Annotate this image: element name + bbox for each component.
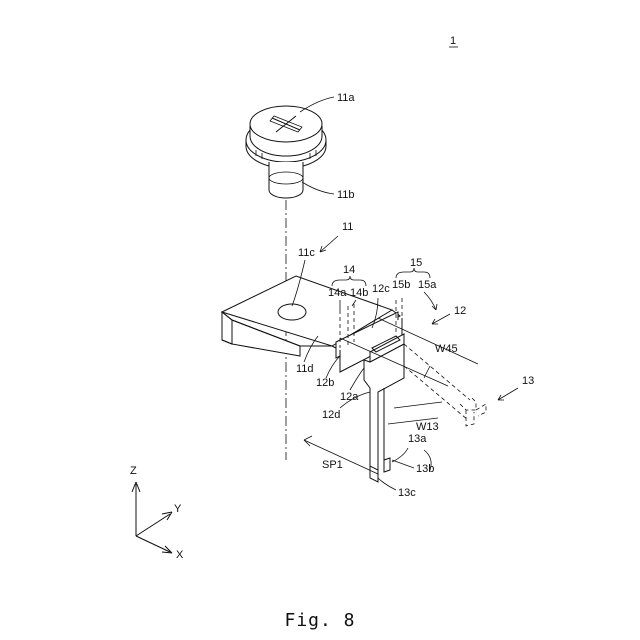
label-11: 11	[342, 221, 353, 233]
brace-15	[396, 268, 430, 278]
axis-z-label: Z	[130, 465, 137, 477]
leader-12b	[326, 356, 340, 378]
leader-13b	[392, 460, 414, 468]
leader-12a	[350, 368, 364, 390]
label-11d: 11d	[296, 363, 314, 375]
figure-caption: Fig. 8	[284, 610, 355, 631]
axis-y-label: Y	[174, 503, 182, 515]
label-w13: W13	[416, 421, 439, 433]
label-15a: 15a	[418, 279, 437, 291]
dim-w45-arrow	[424, 366, 430, 378]
arrow-13	[498, 388, 518, 400]
label-14: 14	[343, 264, 355, 276]
label-15b: 15b	[392, 279, 410, 291]
screw-part	[246, 106, 326, 198]
arrow-12	[432, 314, 450, 324]
brace-14	[332, 276, 366, 286]
label-sp1: SP1	[322, 459, 343, 471]
label-12d: 12d	[322, 409, 340, 421]
arrow-11	[320, 236, 338, 252]
label-13b: 13b	[416, 463, 434, 475]
label-15: 15	[410, 257, 422, 269]
label-w45: W45	[435, 343, 458, 355]
label-11b: 11b	[337, 189, 355, 201]
label-12: 12	[454, 305, 466, 317]
leader-11b	[302, 182, 334, 194]
leader-15a	[424, 292, 437, 310]
dim-sp1-arrow	[304, 436, 312, 446]
label-12b: 12b	[316, 377, 334, 389]
label-13a: 13a	[408, 433, 427, 445]
label-11a: 11a	[337, 92, 355, 104]
leader-13a	[392, 448, 408, 462]
terminal-13-outline	[460, 396, 486, 426]
label-12c: 12c	[372, 283, 390, 295]
label-13: 13	[522, 375, 534, 387]
axis-x-label: X	[176, 549, 184, 561]
label-14a: 14a	[328, 287, 347, 299]
label-13c: 13c	[398, 487, 416, 499]
label-11c: 11c	[298, 247, 315, 259]
axis-triad	[132, 482, 172, 553]
label-14b: 14b	[350, 287, 368, 299]
ref-number-1: 1	[450, 35, 456, 47]
leader-13c	[378, 478, 396, 490]
